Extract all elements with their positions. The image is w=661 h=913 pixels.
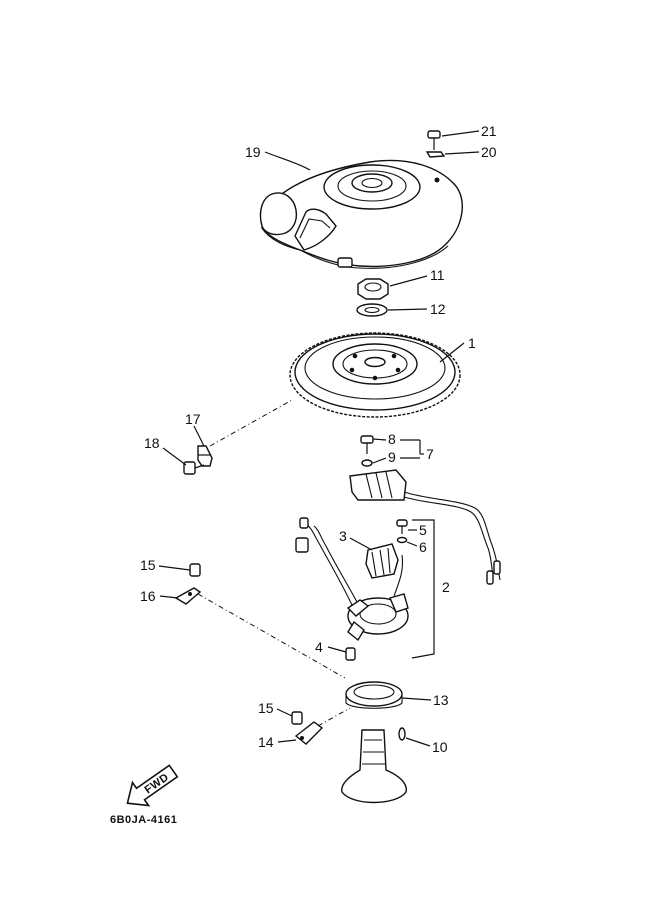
flywheel — [289, 332, 461, 418]
nut-11 — [357, 278, 389, 300]
callout-8: 8 — [388, 431, 396, 447]
callout-4: 4 — [315, 639, 323, 655]
callout-21: 21 — [481, 123, 497, 139]
assembly-line-16 — [197, 593, 346, 679]
bolt-21 — [427, 130, 441, 150]
callout-6: 6 — [419, 539, 427, 555]
diagram-code: 6B0JA-4161 — [110, 814, 177, 826]
callout-1: 1 — [468, 335, 476, 351]
bracket-17 — [197, 445, 213, 467]
forward-arrow-icon: FWD — [126, 764, 179, 807]
callout-9: 9 — [388, 449, 396, 465]
crankshaft-end — [341, 729, 407, 804]
woodruff-key-10 — [398, 727, 406, 741]
callout-7: 7 — [426, 446, 434, 462]
callout-17: 17 — [185, 411, 201, 427]
assembly-line-17 — [209, 399, 293, 447]
callout-2: 2 — [442, 579, 450, 595]
clamp-16 — [174, 587, 202, 605]
callout-10: 10 — [432, 739, 448, 755]
bolt-4 — [345, 647, 356, 661]
callout-13: 13 — [433, 692, 449, 708]
callout-18: 18 — [144, 435, 160, 451]
washer-9 — [361, 459, 373, 467]
washer-6 — [396, 536, 408, 544]
charge-coil-3 — [365, 543, 399, 579]
callout-20: 20 — [481, 144, 497, 160]
seal-13 — [345, 681, 403, 709]
callout-numbers: 21 20 19 11 12 1 17 18 8 9 7 3 5 6 2 15 … — [140, 123, 497, 755]
bolt-15-lower — [291, 711, 303, 725]
clamp-14 — [294, 721, 324, 745]
flywheel-cover — [259, 159, 463, 269]
callout-3: 3 — [339, 528, 347, 544]
bolt-18 — [183, 461, 205, 475]
callout-11: 11 — [430, 267, 445, 283]
assembly-line-14 — [317, 707, 351, 727]
washer-20 — [425, 151, 446, 158]
rectifier-regulator-7 — [349, 469, 501, 585]
leader-lines — [158, 130, 480, 747]
screw-5 — [396, 519, 408, 534]
callout-15-lower: 15 — [258, 700, 274, 716]
callout-5: 5 — [419, 522, 427, 538]
bolt-15-upper — [189, 563, 201, 577]
washer-12 — [356, 303, 388, 317]
stator-assembly — [295, 517, 409, 642]
bolt-8 — [360, 435, 374, 454]
callout-19: 19 — [245, 144, 261, 160]
callout-14: 14 — [258, 734, 274, 750]
callout-12: 12 — [430, 301, 446, 317]
callout-16: 16 — [140, 588, 156, 604]
callout-15-upper: 15 — [140, 557, 156, 573]
